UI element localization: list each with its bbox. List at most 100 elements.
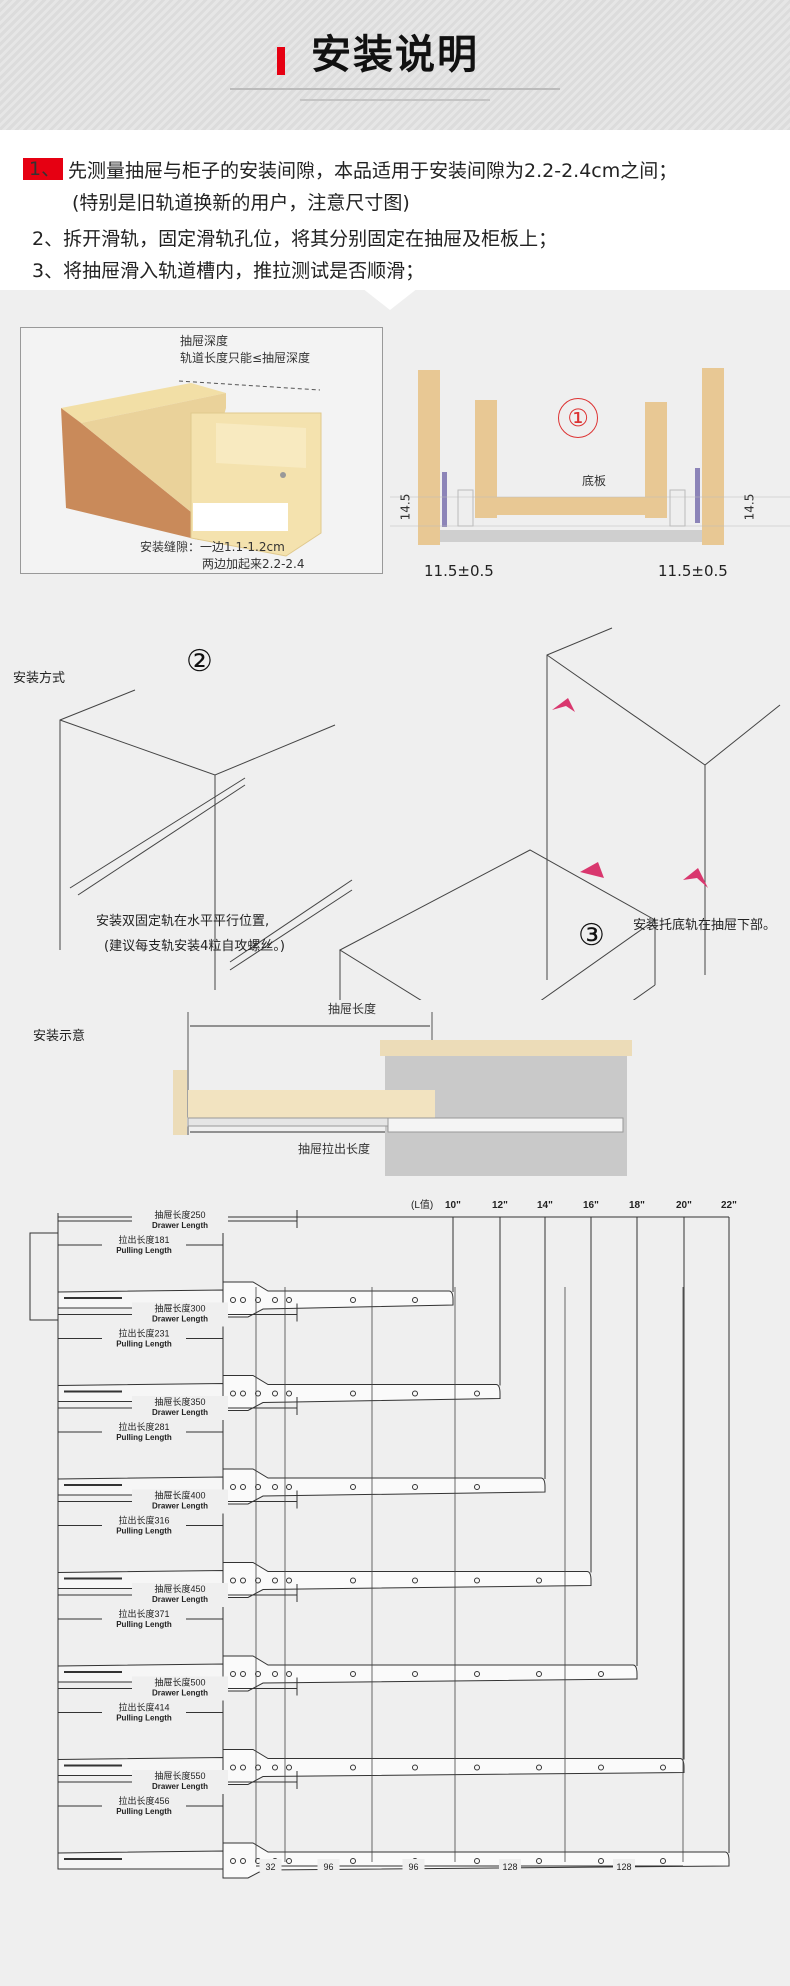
label-bg [132, 1676, 228, 1701]
rail-hole [412, 1484, 418, 1490]
label-bg [499, 1859, 521, 1872]
label-bg [132, 1583, 228, 1607]
rail-hole [255, 1577, 261, 1584]
label-bg [102, 1608, 186, 1632]
pull-length-value: 拉出长度231 [118, 1328, 169, 1339]
rail-hole [240, 1297, 246, 1303]
rail-hole [286, 1390, 292, 1397]
hole-spacing-value: 32 [265, 1862, 275, 1872]
drawer-length-label: 抽屉长度 [328, 1002, 377, 1016]
l-value-label: (L值) [411, 1198, 433, 1211]
rail-hole [536, 1764, 542, 1771]
rail-hole [350, 1671, 356, 1677]
outer-rail [222, 1655, 638, 1692]
pull-length-value: 拉出长度371 [118, 1608, 169, 1619]
step1-text: 先测量抽屉与柜子的安装间隙，本品适用于安装间隙为2.2-2.4cm之间； [68, 160, 678, 182]
step1-circle-mark: ① [558, 398, 598, 438]
cross-section-diagram [390, 368, 790, 545]
rail-hole [598, 1858, 604, 1864]
outer-rail [222, 1749, 685, 1785]
size-label: 14" [537, 1200, 553, 1211]
rail-hole [230, 1297, 236, 1303]
drawer-length-en: Drawer Length [152, 1782, 208, 1791]
step1-note: (特别是旧轨道换新的用户，注意尺寸图) [72, 192, 410, 214]
pull-length-en: Pulling Length [116, 1620, 172, 1629]
rail-hole [536, 1577, 542, 1584]
label-bg [132, 1396, 228, 1420]
gap-total-label: 两边加起来2.2-2.4 [202, 557, 305, 571]
rail-hole [598, 1671, 604, 1677]
gap-label: 安装缝隙：一边1.1-1.2cm [140, 540, 285, 554]
rail-hole [240, 1484, 246, 1490]
drawer-photo-frame [20, 327, 383, 574]
rail-hole [272, 1577, 278, 1584]
rail-hole [474, 1577, 480, 1584]
label-bg [102, 1421, 186, 1445]
install-method-title: 安装方式 [13, 671, 66, 686]
pull-length-value: 拉出长度281 [118, 1421, 169, 1432]
rail-hole [412, 1764, 418, 1771]
outer-rail [222, 1281, 454, 1318]
rail-hole [255, 1297, 261, 1303]
pull-length-en: Pulling Length [116, 1807, 172, 1816]
size-label: 12" [492, 1200, 508, 1211]
hole-spacing-value: 96 [408, 1862, 418, 1872]
installation-line-art [59, 627, 781, 1000]
rail-hole [230, 1577, 236, 1584]
rail-hole [255, 1671, 261, 1677]
label-bg [259, 1859, 282, 1872]
rail-hole [240, 1390, 246, 1397]
step2-circle-mark: ② [186, 644, 213, 679]
label-bg [613, 1859, 635, 1872]
rail-hole [230, 1764, 236, 1771]
label-bg [132, 1209, 228, 1233]
step2-caption-2: (建议每支轨安装4粒自攻螺丝。) [104, 939, 285, 954]
outer-rail [222, 1468, 546, 1505]
rail-hole [286, 1577, 292, 1584]
drawer-length-value: 抽屉长度400 [154, 1490, 205, 1501]
rail-hole [350, 1858, 356, 1864]
label-bg [102, 1327, 186, 1352]
rail-hole [660, 1764, 666, 1771]
rail-hole [255, 1484, 261, 1490]
step1-badge: 1、 [23, 158, 63, 180]
size-label: 16" [583, 1200, 599, 1211]
rail-hole [230, 1671, 236, 1677]
bracket-line [29, 1232, 58, 1321]
label-bg [132, 1770, 228, 1794]
rail-hole [474, 1671, 480, 1677]
rail-hole [412, 1577, 418, 1584]
page-title: 安装说明 [311, 32, 479, 78]
header-band [0, 0, 790, 130]
size-label: 22" [721, 1200, 737, 1211]
step2-caption-1: 安装双固定轨在水平平行位置, [96, 914, 270, 929]
rail-hole [350, 1577, 356, 1584]
drawer-length-en: Drawer Length [152, 1408, 208, 1417]
rail-hole [474, 1858, 480, 1864]
rail-hole [412, 1297, 418, 1303]
pull-length-value: 拉出长度414 [118, 1702, 169, 1713]
rail-hole [474, 1764, 480, 1771]
outer-rail [222, 1562, 592, 1598]
label-bg [102, 1795, 186, 1819]
rail-hole [536, 1858, 542, 1864]
rail-hole [350, 1297, 356, 1303]
drawer-depth-label: 抽屉深度 [180, 334, 229, 348]
rail-hole [272, 1297, 278, 1303]
rail-hole [240, 1671, 246, 1677]
drawer-length-value: 抽屉长度300 [154, 1303, 205, 1314]
label-bg [132, 1302, 228, 1327]
rail-hole [350, 1764, 356, 1771]
size-label: 20" [676, 1200, 692, 1211]
outer-rail [222, 1375, 501, 1411]
rail-hole [350, 1484, 356, 1490]
rail-hole [255, 1764, 261, 1771]
rail-hole [230, 1858, 236, 1864]
subtitle-decoration [300, 99, 490, 101]
label-bg [102, 1514, 186, 1539]
pull-length-en: Pulling Length [116, 1714, 172, 1723]
step3-caption: 安装托底轨在抽屉下部。 [633, 918, 777, 933]
size-label: 18" [629, 1200, 645, 1211]
pull-length-value: 拉出长度316 [118, 1515, 169, 1526]
drawer-length-value: 抽屉长度250 [154, 1209, 205, 1220]
